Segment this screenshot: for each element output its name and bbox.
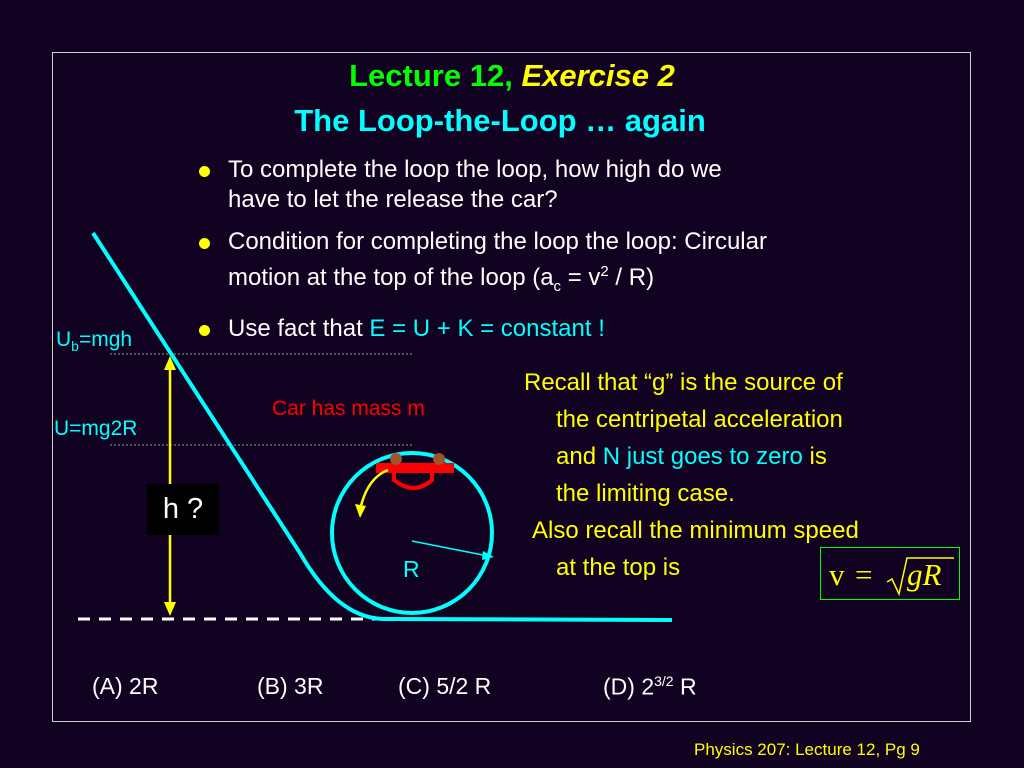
slide-subtitle: The Loop-the-Loop … again (294, 103, 706, 138)
height-question-box: h ? (147, 484, 219, 535)
height-arrow-top-icon (164, 356, 176, 370)
recall-line: at the top is (556, 554, 681, 581)
radius-arrow-icon (482, 551, 494, 560)
slide-frame (52, 52, 971, 722)
track-ramp (91, 231, 673, 622)
choice-d: (D) 23/2 R (603, 673, 697, 700)
bullet-item: To complete the loop the loop, how high … (196, 155, 956, 215)
recall-line: the limiting case. (556, 480, 735, 507)
recall-line: Also recall the minimum speed (532, 517, 859, 544)
sqrt-icon (886, 557, 954, 597)
choice-c: (C) 5/2 R (398, 673, 492, 699)
height-arrow-bottom-icon (164, 602, 176, 616)
car-icon (376, 453, 454, 490)
recall-line: the centripetal acceleration (556, 406, 843, 433)
bullet-dot-icon (199, 324, 210, 336)
bullet-dot-icon (199, 238, 210, 249)
recall-line: Recall that “g” is the source of (524, 369, 843, 396)
min-speed-formula: v = gR (820, 547, 960, 600)
potential-loop-label: U=mg2R (54, 417, 138, 440)
energy-equation: E = U + K = constant ! (369, 314, 605, 342)
slide-title: Lecture 12, Exercise 2 (349, 58, 675, 93)
choice-a: (A) 2R (92, 673, 159, 699)
recall-line: and N just goes to zero is (556, 443, 827, 470)
slide-footer: Physics 207: Lecture 12, Pg 9 (694, 740, 920, 759)
choice-b: (B) 3R (257, 673, 324, 699)
potential-top-label: Ub=mgh (56, 328, 133, 355)
bullet-item: Use fact that E = U + K = constant ! (196, 314, 956, 344)
motion-arrow-icon (358, 468, 389, 511)
exercise-label: Exercise 2 (521, 58, 675, 93)
bullet-list: To complete the loop the loop, how high … (196, 155, 956, 356)
bullet-item: Condition for completing the loop the lo… (196, 227, 956, 302)
radius-line (411, 540, 489, 557)
car-mass-label: Car has mass m (272, 397, 425, 420)
bullet-dot-icon (199, 166, 210, 177)
radius-label: R (403, 556, 420, 582)
loop-circle (330, 451, 494, 615)
